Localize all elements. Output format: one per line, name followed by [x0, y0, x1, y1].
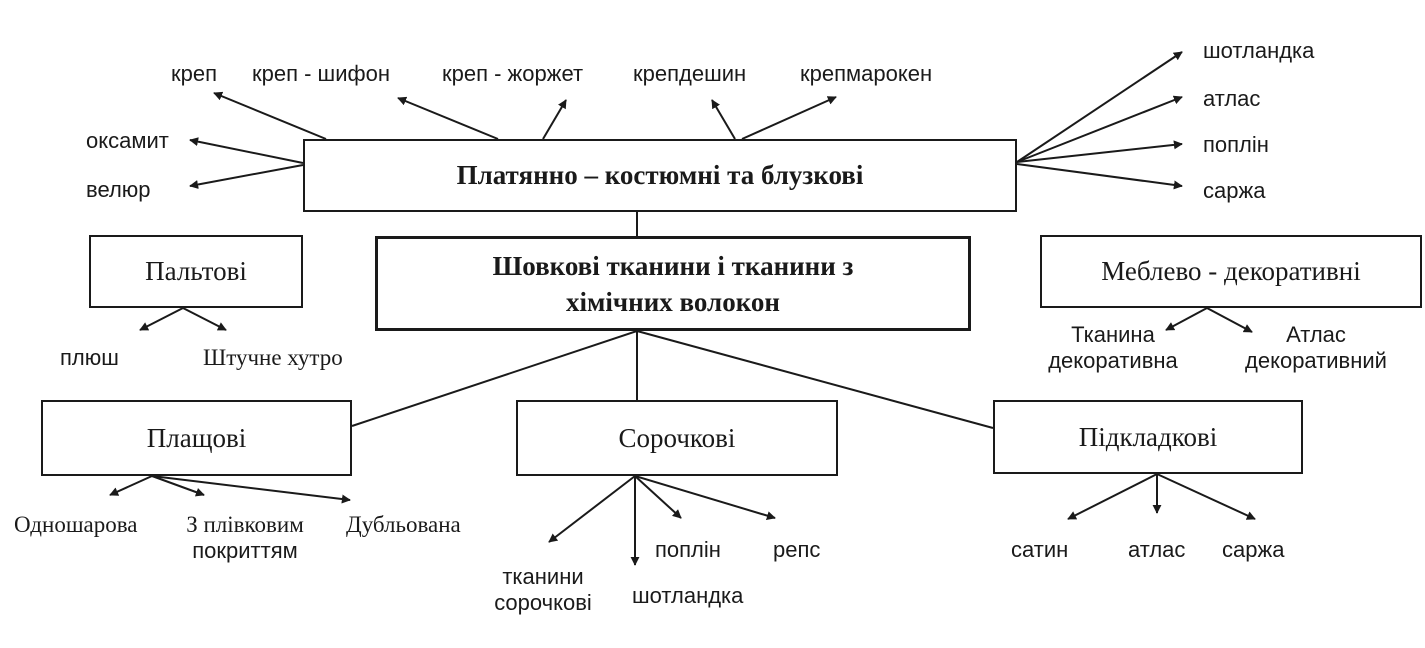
arrow-krep: [213, 91, 327, 140]
item-pliush: плюш: [60, 345, 119, 370]
arrow-poplin-1: [1016, 140, 1183, 163]
arrow-krepdeshyn: [711, 99, 736, 140]
arrow-atlas-1: [1016, 95, 1183, 163]
arrow-poplin-2: [634, 475, 682, 519]
item-atlas-dekoratyvnyi: Атлас декоративний: [1226, 322, 1406, 374]
connector-center-lining: [636, 330, 994, 429]
center-box: Шовкові тканини і тканини з хімічних вол…: [375, 236, 971, 331]
item-shotlandka-1: шотландка: [1203, 38, 1315, 63]
raincoat-category-box: Плащові: [41, 400, 352, 476]
item-atlas-1: атлас: [1203, 86, 1261, 111]
arrow-shtuchne-khutro: [182, 307, 227, 331]
coat-category-box: Пальтові: [89, 235, 303, 308]
item-sarzha-1: саржа: [1203, 178, 1266, 203]
item-satyn: сатин: [1011, 537, 1069, 562]
shirt-category-box: Сорочкові: [516, 400, 838, 476]
item-veliur: велюр: [86, 177, 151, 202]
arrow-reps: [634, 475, 776, 520]
item-sarzha-2: саржа: [1222, 537, 1285, 562]
item-atlas-dekoratyvnyi-line-2: декоративний: [1245, 348, 1387, 373]
item-dublovana: Дубльована: [346, 512, 461, 537]
arrow-sarzha-1: [1016, 163, 1183, 190]
arrow-krep-zhorzhet: [542, 99, 567, 140]
item-reps: репс: [773, 537, 821, 562]
item-tkanyna-dekoratyvna-line-1: Тканина: [1071, 322, 1155, 347]
item-krepdeshyn: крепдешин: [633, 61, 747, 86]
coat-category-title: Пальтові: [145, 256, 247, 286]
item-tkanyny-sorochkovi-line-2: сорочкові: [494, 590, 592, 615]
arrow-sarzha-2: [1156, 473, 1256, 520]
item-z-plivkovym-line-2: покриттям: [192, 538, 298, 563]
item-krep-shyfon: креп - шифон: [252, 61, 390, 86]
item-krepmaroken: крепмарокен: [800, 61, 933, 86]
arrow-tkanyny-sorochkovi: [548, 475, 636, 543]
item-krep: креп: [171, 61, 218, 86]
dress-category-title: Платянно – костюмні та блузкові: [456, 160, 864, 190]
shirt-category-title: Сорочкові: [618, 422, 736, 453]
arrow-z-plivkovym: [151, 475, 205, 497]
arrow-oksamyt: [189, 137, 304, 164]
dress-category-box: Платянно – костюмні та блузкові: [303, 139, 1017, 212]
item-odnosharova: Одношарова: [14, 512, 138, 537]
item-atlas-dekoratyvnyi-line-1: Атлас: [1286, 322, 1346, 347]
arrow-odnosharova: [109, 475, 153, 496]
lining-category-title: Підкладкові: [1078, 421, 1218, 452]
center-title-line-2: хімічних волокон: [566, 286, 780, 317]
arrow-tkanyna-dekoratyvna: [1165, 307, 1208, 331]
arrow-krepmaroken: [741, 96, 837, 140]
arrow-satyn: [1067, 473, 1158, 520]
item-poplin-2: поплін: [655, 537, 721, 562]
item-z-plivkovym-pokryttiam: З плівковим покриттям: [170, 512, 320, 564]
furniture-category-title: Меблево - декоративні: [1101, 256, 1361, 286]
item-tkanyna-dekoratyvna: Тканина декоративна: [1038, 322, 1188, 374]
item-shtuchne-khutro: Штучне хутро: [203, 345, 343, 370]
item-atlas-2: атлас: [1128, 537, 1186, 562]
item-tkanyna-dekoratyvna-line-2: декоративна: [1048, 348, 1178, 373]
arrow-dublovana: [151, 475, 351, 504]
item-z-plivkovym-line-1: З плівковим: [186, 512, 304, 537]
item-krep-zhorzhet: креп - жоржет: [442, 61, 584, 86]
arrow-veliur: [189, 164, 304, 189]
lining-category-box: Підкладкові: [993, 400, 1303, 474]
item-tkanyny-sorochkovi-line-1: тканини: [502, 564, 584, 589]
item-shotlandka-2: шотландка: [632, 583, 744, 608]
item-tkanyny-sorochkovi: тканини сорочкові: [478, 564, 608, 616]
item-poplin-1: поплін: [1203, 132, 1269, 157]
arrow-shotlandka-1: [1016, 51, 1183, 163]
item-oksamyt: оксамит: [86, 128, 169, 153]
arrow-krep-shyfon: [397, 96, 499, 140]
arrow-atlas-dekoratyvnyi: [1206, 307, 1253, 333]
connector-center-raincoat: [351, 330, 638, 427]
raincoat-category-title: Плащові: [146, 422, 247, 453]
arrow-pliush: [139, 307, 184, 331]
center-title-line-1: Шовкові тканини і тканини з: [492, 250, 854, 281]
furniture-category-box: Меблево - декоративні: [1040, 235, 1422, 308]
